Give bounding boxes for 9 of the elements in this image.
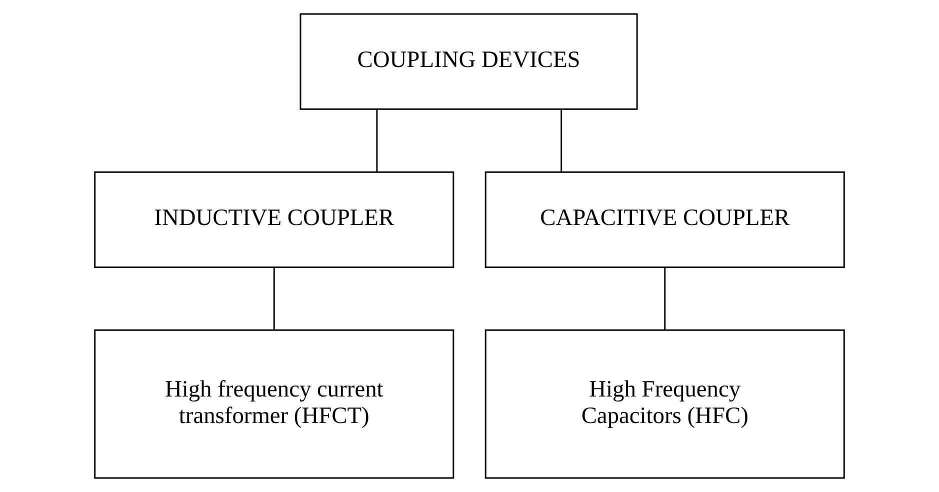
connector bbox=[664, 268, 666, 330]
node-box: High Frequency Capacitors (HFC) bbox=[484, 329, 845, 479]
connector bbox=[273, 268, 275, 330]
connector bbox=[560, 109, 562, 172]
node-box: CAPACITIVE COUPLER bbox=[484, 171, 845, 268]
node-box: High frequency current transformer (HFCT) bbox=[94, 329, 454, 479]
node-box: INDUCTIVE COUPLER bbox=[94, 171, 454, 268]
node-box: COUPLING DEVICES bbox=[300, 13, 638, 110]
connector bbox=[376, 109, 378, 172]
